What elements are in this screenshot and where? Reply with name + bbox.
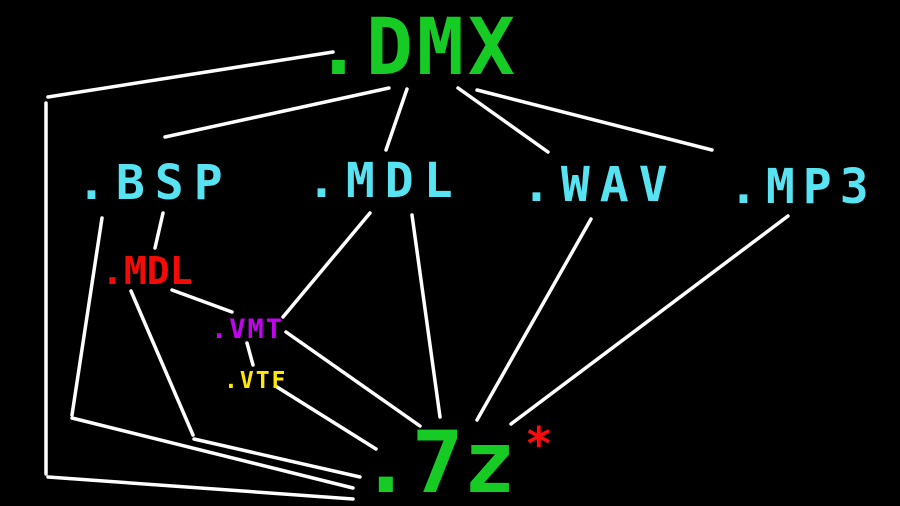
- edge-mdl-sevenz: [410, 213, 442, 419]
- edge-mdl-red-junction-mid: [129, 289, 195, 437]
- node-vtf-label: .VTF: [224, 368, 288, 394]
- node-7z-label: .7z: [360, 413, 516, 506]
- edge-vmt-sevenz: [284, 330, 422, 428]
- edge-bsp-junction-left: [70, 216, 104, 417]
- edge-wav-sevenz: [475, 217, 593, 422]
- node-vmt-label: .VMT: [211, 314, 285, 345]
- edge-bsp-mdl-red: [153, 211, 165, 250]
- edge-junction-left-sevenz: [70, 416, 355, 490]
- edge-dmx-mp3: [475, 88, 714, 152]
- edge-vmt-vtf: [245, 341, 255, 367]
- edge-dmx-bsp: [163, 86, 391, 139]
- edge-dmx-mdl: [384, 87, 409, 152]
- edge-dmx-left-corner: [46, 50, 335, 99]
- edge-dmx-wav: [456, 86, 550, 154]
- node-dmx-label: .DMX: [315, 3, 519, 93]
- edge-vtf-sevenz: [275, 385, 378, 451]
- edge-mdl-red-vmt: [170, 288, 234, 314]
- edge-mdl-vmt: [281, 211, 372, 319]
- edge-mp3-sevenz: [509, 214, 790, 426]
- edge-junction-mid-sevenz: [192, 437, 362, 479]
- node-wav-label: .WAV: [522, 157, 678, 213]
- node-mdl-red-label: .MDL: [101, 249, 193, 293]
- edge-bottom-left-corner-sevenz: [46, 475, 355, 501]
- node-mdl-cyan-label: .MDL: [307, 153, 463, 209]
- node-7z-asterisk: *: [525, 417, 553, 471]
- node-bsp-label: .BSP: [77, 155, 233, 211]
- node-mp3-label: .MP3: [729, 159, 877, 215]
